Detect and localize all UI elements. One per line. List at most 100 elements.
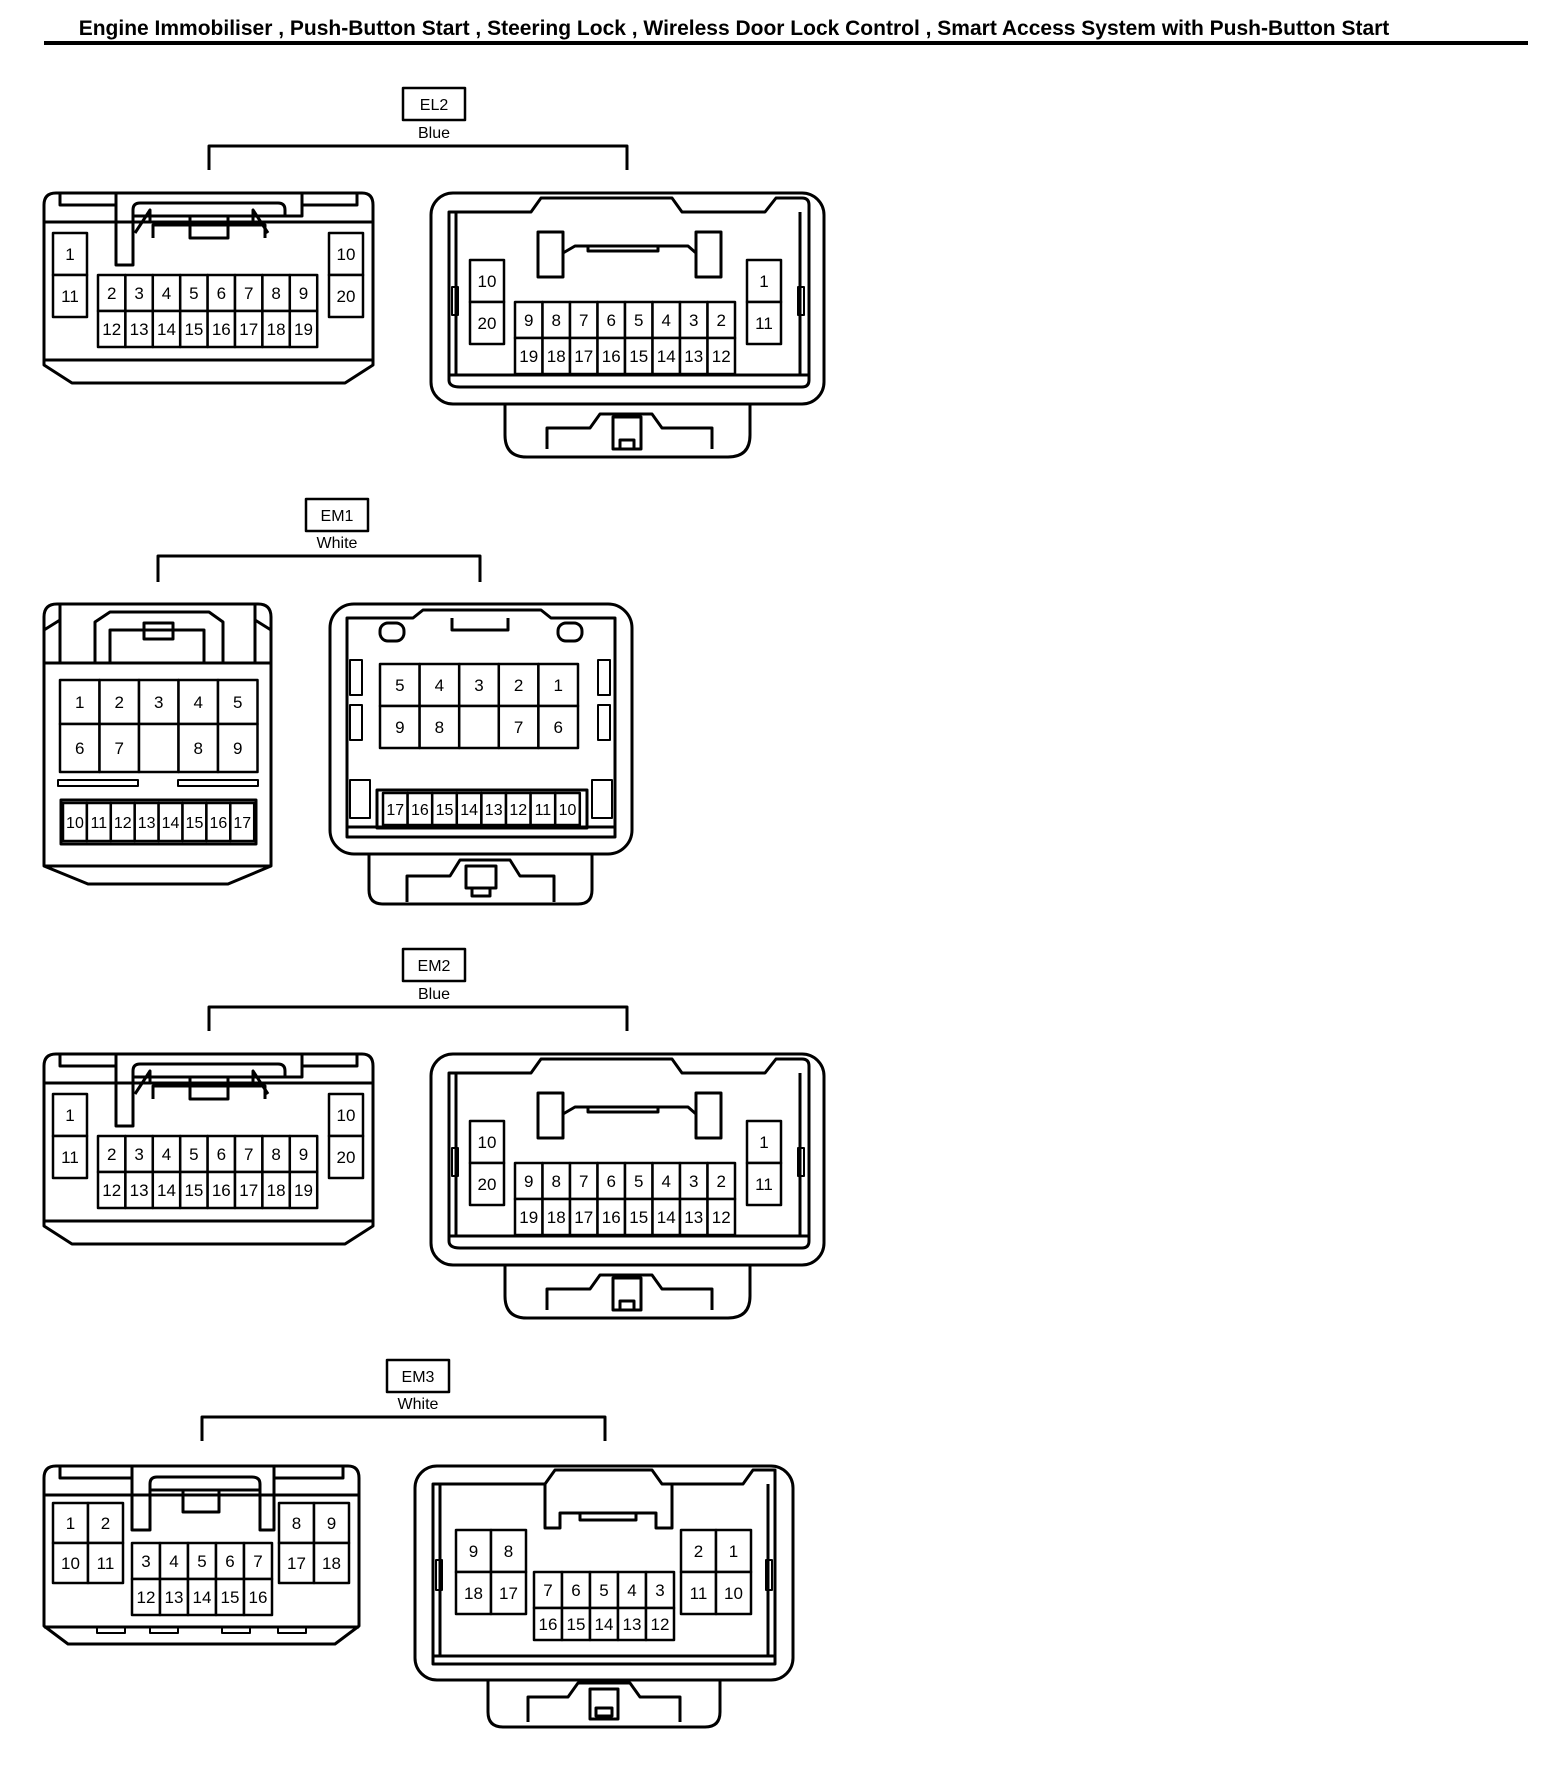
terminal-cavity — [51, 1134, 89, 1180]
terminal-cavity — [86, 1541, 125, 1585]
terminal-cavity — [513, 1161, 544, 1201]
terminal-cavity — [381, 791, 409, 827]
pin-number: 17 — [499, 1584, 518, 1603]
pin-number: 9 — [395, 718, 404, 737]
pin-number: 4 — [435, 676, 444, 695]
terminal-cavity — [233, 273, 264, 313]
pin-number: 2 — [101, 1514, 110, 1533]
connector-bracket — [207, 144, 629, 170]
terminal-cavity — [468, 1161, 506, 1207]
pin-number: 10 — [559, 802, 577, 819]
pin-number: 6 — [607, 1172, 616, 1191]
cavity-group: 10 — [468, 258, 506, 304]
pin-number: 5 — [634, 311, 643, 330]
connector-housing-right — [328, 602, 634, 906]
connector-code-box — [385, 1358, 451, 1394]
pin-number: 4 — [194, 693, 203, 712]
pin-number: 5 — [197, 1552, 206, 1571]
pin-number: 17 — [239, 320, 258, 339]
pin-number: 11 — [755, 314, 773, 333]
terminal-cavity — [206, 309, 237, 349]
pin-number: 12 — [137, 1588, 156, 1607]
cavity-group: 1 — [745, 1119, 783, 1165]
pin-number: 18 — [547, 347, 566, 366]
pin-number: 18 — [267, 320, 286, 339]
pin-number: 10 — [66, 815, 84, 832]
terminal-cavity — [124, 309, 155, 349]
pin-number: 14 — [657, 347, 676, 366]
pin-number: 9 — [327, 1514, 336, 1533]
terminal-cavity — [51, 273, 89, 319]
pin-number: 12 — [651, 1615, 670, 1634]
pin-number: 11 — [535, 802, 552, 819]
terminal-cavity — [553, 791, 582, 827]
terminal-cavity — [454, 1570, 493, 1616]
pin-number: 20 — [337, 287, 356, 306]
pin-number: 9 — [233, 739, 242, 758]
pin-number: 4 — [662, 1172, 671, 1191]
pin-number: 8 — [435, 718, 444, 737]
terminal-cavity — [623, 1161, 654, 1201]
terminal-cavity — [86, 1501, 125, 1545]
connector-color: White — [398, 1396, 439, 1413]
connector-housing-left — [42, 191, 375, 385]
cavity-group: 1 — [745, 258, 783, 304]
pin-number: 17 — [386, 802, 404, 819]
pin-number: 9 — [299, 1145, 308, 1164]
pin-number: 12 — [712, 347, 731, 366]
pin-number: 8 — [271, 1145, 280, 1164]
terminal-cavity — [714, 1570, 753, 1616]
terminal-cavity — [124, 1170, 155, 1210]
terminal-cavity — [96, 309, 127, 349]
terminal-cavity — [537, 704, 580, 750]
pin-number: 19 — [294, 1181, 313, 1200]
pin-number: 16 — [249, 1588, 268, 1607]
terminal-cavity — [216, 678, 259, 726]
terminal-cavity — [651, 1197, 682, 1237]
terminal-cavity — [679, 1570, 718, 1616]
pin-number: 9 — [524, 311, 533, 330]
pin-number: 12 — [712, 1208, 731, 1227]
pin-number: 1 — [759, 1133, 768, 1152]
pin-number: 10 — [61, 1554, 80, 1573]
pin-number: 15 — [184, 320, 203, 339]
terminal-cavity — [513, 336, 544, 376]
pin-number: 2 — [694, 1542, 703, 1561]
pin-number: 14 — [157, 320, 176, 339]
pin-number: 18 — [464, 1584, 483, 1603]
pin-number: 10 — [337, 1106, 356, 1125]
pin-number: 7 — [543, 1581, 552, 1600]
terminal-cavity — [497, 662, 540, 708]
terminal-cavity — [327, 1134, 365, 1180]
pin-number: 4 — [162, 1145, 171, 1164]
pin-number: 14 — [162, 815, 180, 832]
connector-code: EM3 — [402, 1369, 435, 1386]
pin-number: 14 — [157, 1181, 176, 1200]
pin-number: 17 — [239, 1181, 258, 1200]
terminal-cavity — [532, 1606, 564, 1642]
pin-number: 14 — [193, 1588, 212, 1607]
pin-number: 14 — [460, 802, 478, 819]
terminal-cavity — [288, 309, 319, 349]
pin-number: 6 — [571, 1581, 580, 1600]
terminal-cavity — [229, 801, 256, 843]
cavity-group: 20 — [327, 273, 365, 319]
pin-number: 6 — [217, 284, 226, 303]
terminal-cavity — [51, 1092, 89, 1138]
pin-number: 6 — [225, 1552, 234, 1571]
cavity-group: 10 — [327, 1092, 365, 1138]
pin-number: 5 — [189, 284, 198, 303]
pin-number: 14 — [657, 1208, 676, 1227]
pin-number: 16 — [212, 320, 231, 339]
connector-code-box — [401, 947, 467, 983]
pin-number: 19 — [294, 320, 313, 339]
